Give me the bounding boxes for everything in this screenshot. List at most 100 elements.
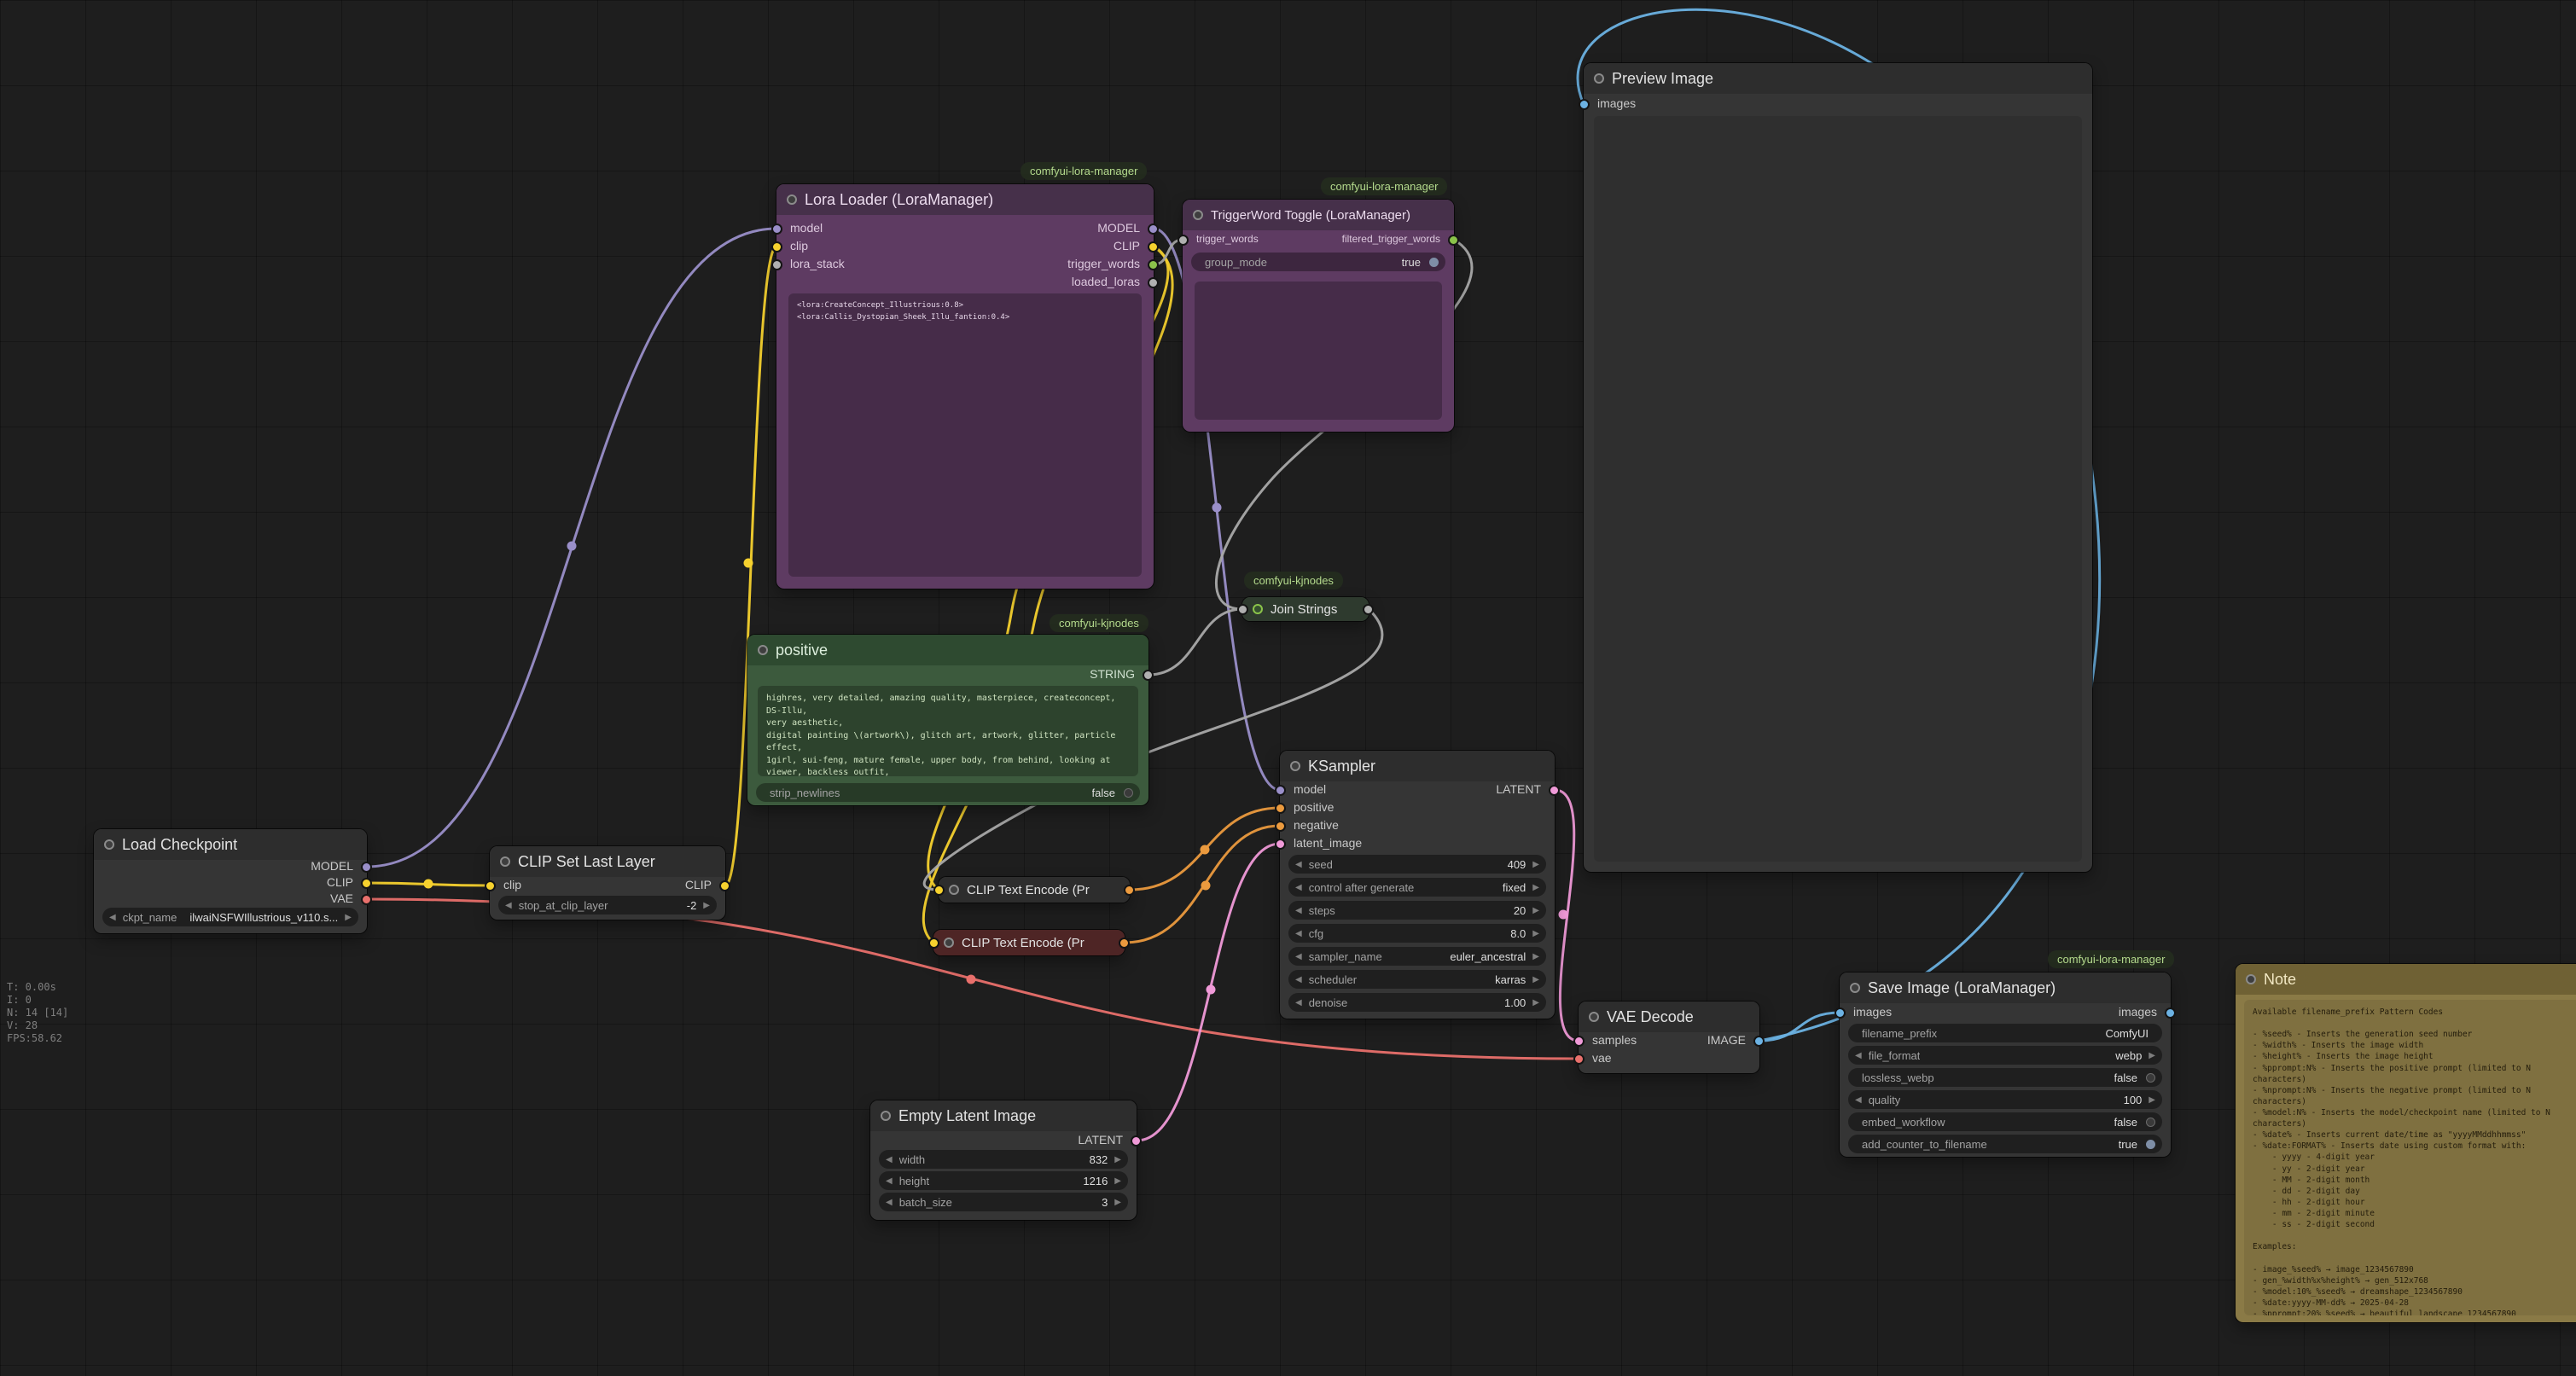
widget-seed[interactable]: ◀ seed 409 ▶: [1288, 855, 1546, 874]
widget-strip-newlines[interactable]: strip_newlines false: [756, 783, 1140, 802]
input-port-model[interactable]: [1275, 785, 1286, 796]
node-titlebar[interactable]: CLIP Set Last Layer: [490, 846, 725, 877]
input-port-positive[interactable]: [1275, 803, 1286, 814]
decrement-arrow[interactable]: ◀: [886, 1154, 893, 1164]
decrement-arrow[interactable]: ◀: [1295, 951, 1302, 961]
widget-filename-prefix[interactable]: filename_prefix ComfyUI: [1848, 1024, 2162, 1042]
collapse-dot-icon[interactable]: [1290, 761, 1300, 771]
output-port-latent[interactable]: [1131, 1135, 1142, 1147]
output-port-model[interactable]: [1148, 224, 1159, 235]
toggle-off-icon[interactable]: [2146, 1117, 2155, 1127]
decrement-arrow[interactable]: ◀: [1295, 928, 1302, 938]
widget-ckpt-name[interactable]: ◀ ckpt_name ilwaiNSFWIllustrious_v110.s.…: [102, 908, 358, 926]
decrement-arrow[interactable]: ◀: [1295, 882, 1302, 892]
input-port-samples[interactable]: [1573, 1036, 1585, 1047]
output-port-vae[interactable]: [361, 894, 372, 905]
collapse-dot-icon[interactable]: [944, 938, 954, 948]
widget-width[interactable]: ◀ width 832 ▶: [879, 1150, 1128, 1169]
decrement-arrow[interactable]: ◀: [1855, 1094, 1862, 1105]
collapse-dot-icon[interactable]: [881, 1111, 891, 1121]
increment-arrow[interactable]: ▶: [2149, 1050, 2155, 1060]
widget-sampler-name[interactable]: ◀ sampler_name euler_ancestral ▶: [1288, 947, 1546, 966]
input-port-latent-image[interactable]: [1275, 839, 1286, 850]
increment-arrow[interactable]: ▶: [703, 900, 710, 910]
increment-arrow[interactable]: ▶: [1114, 1197, 1121, 1207]
output-port-string[interactable]: [1143, 670, 1154, 681]
widget-denoise[interactable]: ◀ denoise 1.00 ▶: [1288, 993, 1546, 1012]
increment-arrow[interactable]: ▶: [1532, 882, 1539, 892]
decrement-arrow[interactable]: ◀: [1295, 974, 1302, 984]
node-titlebar[interactable]: Preview Image: [1584, 63, 2092, 94]
collapse-dot-icon[interactable]: [1589, 1012, 1599, 1022]
output-port-images[interactable]: [2165, 1007, 2176, 1019]
increment-arrow[interactable]: ▶: [2149, 1094, 2155, 1105]
decrement-arrow[interactable]: ◀: [886, 1197, 893, 1207]
widget-group-mode[interactable]: group_mode true: [1191, 253, 1445, 271]
node-titlebar[interactable]: Note: [2236, 964, 2576, 995]
collapse-dot-icon[interactable]: [787, 194, 797, 205]
trigger-words-area[interactable]: [1195, 282, 1442, 420]
widget-steps[interactable]: ◀ steps 20 ▶: [1288, 901, 1546, 920]
collapse-dot-icon[interactable]: [500, 856, 510, 867]
input-port-images[interactable]: [1579, 99, 1590, 110]
node-titlebar[interactable]: Lora Loader (LoraManager): [776, 184, 1154, 215]
input-port-trigger-words[interactable]: [1178, 235, 1189, 246]
widget-file-format[interactable]: ◀ file_format webp ▶: [1848, 1046, 2162, 1065]
output-port-clip[interactable]: [1148, 241, 1159, 253]
collapse-dot-icon[interactable]: [949, 885, 959, 895]
prompt-text-area[interactable]: highres, very detailed, amazing quality,…: [758, 686, 1138, 776]
collapse-dot-icon[interactable]: [1850, 983, 1860, 993]
toggle-on-icon[interactable]: [1429, 257, 1439, 267]
input-port-vae[interactable]: [1573, 1054, 1585, 1065]
input-port-negative[interactable]: [1275, 821, 1286, 832]
toggle-on-icon[interactable]: [2146, 1139, 2155, 1149]
widget-embed-workflow[interactable]: embed_workflow false: [1848, 1112, 2162, 1131]
increment-arrow[interactable]: ▶: [1114, 1154, 1121, 1164]
collapse-dot-icon[interactable]: [1193, 210, 1203, 220]
input-port-clip[interactable]: [771, 241, 782, 253]
output-port-filtered-trigger-words[interactable]: [1448, 235, 1459, 246]
widget-lossless-webp[interactable]: lossless_webp false: [1848, 1068, 2162, 1087]
output-port-clip[interactable]: [719, 880, 730, 891]
increment-arrow[interactable]: ▶: [1532, 859, 1539, 869]
output-port-trigger-words[interactable]: [1148, 259, 1159, 270]
node-titlebar[interactable]: CLIP Text Encode (Pr: [939, 877, 1130, 903]
decrement-arrow[interactable]: ◀: [1295, 905, 1302, 915]
node-titlebar[interactable]: Load Checkpoint: [94, 829, 367, 860]
collapse-dot-icon[interactable]: [1253, 604, 1263, 614]
widget-control-after-generate[interactable]: ◀ control after generate fixed ▶: [1288, 878, 1546, 897]
node-titlebar[interactable]: Join Strings: [1242, 597, 1369, 621]
output-port-image[interactable]: [1753, 1036, 1765, 1047]
decrement-arrow[interactable]: ◀: [886, 1176, 893, 1186]
toggle-off-icon[interactable]: [2146, 1072, 2155, 1083]
output-port-conditioning[interactable]: [1119, 938, 1130, 949]
toggle-off-icon[interactable]: [1124, 787, 1133, 798]
node-titlebar[interactable]: CLIP Text Encode (Pr: [933, 930, 1125, 955]
increment-arrow[interactable]: ▶: [345, 912, 352, 922]
increment-arrow[interactable]: ▶: [1532, 928, 1539, 938]
widget-add-counter-to-filename[interactable]: add_counter_to_filename true: [1848, 1135, 2162, 1153]
widget-stop-at-clip-layer[interactable]: ◀ stop_at_clip_layer -2 ▶: [498, 896, 717, 914]
decrement-arrow[interactable]: ◀: [1295, 997, 1302, 1007]
decrement-arrow[interactable]: ◀: [1295, 859, 1302, 869]
output-port-clip[interactable]: [361, 878, 372, 889]
input-port-clip[interactable]: [485, 880, 496, 891]
increment-arrow[interactable]: ▶: [1114, 1176, 1121, 1186]
input-port-clip[interactable]: [928, 938, 939, 949]
collapse-dot-icon[interactable]: [758, 645, 768, 655]
input-port-images[interactable]: [1835, 1007, 1846, 1019]
input-port-model[interactable]: [771, 224, 782, 235]
output-port-model[interactable]: [361, 862, 372, 873]
node-titlebar[interactable]: KSampler: [1280, 751, 1555, 781]
output-port-loaded-loras[interactable]: [1148, 277, 1159, 288]
node-titlebar[interactable]: TriggerWord Toggle (LoraManager): [1183, 200, 1454, 230]
input-port-lora-stack[interactable]: [771, 259, 782, 270]
widget-height[interactable]: ◀ height 1216 ▶: [879, 1171, 1128, 1190]
output-port-conditioning[interactable]: [1124, 885, 1135, 896]
increment-arrow[interactable]: ▶: [1532, 997, 1539, 1007]
decrement-arrow[interactable]: ◀: [109, 912, 116, 922]
widget-scheduler[interactable]: ◀ scheduler karras ▶: [1288, 970, 1546, 989]
collapse-dot-icon[interactable]: [1594, 73, 1604, 84]
input-port-strings[interactable]: [1237, 604, 1248, 615]
decrement-arrow[interactable]: ◀: [1855, 1050, 1862, 1060]
